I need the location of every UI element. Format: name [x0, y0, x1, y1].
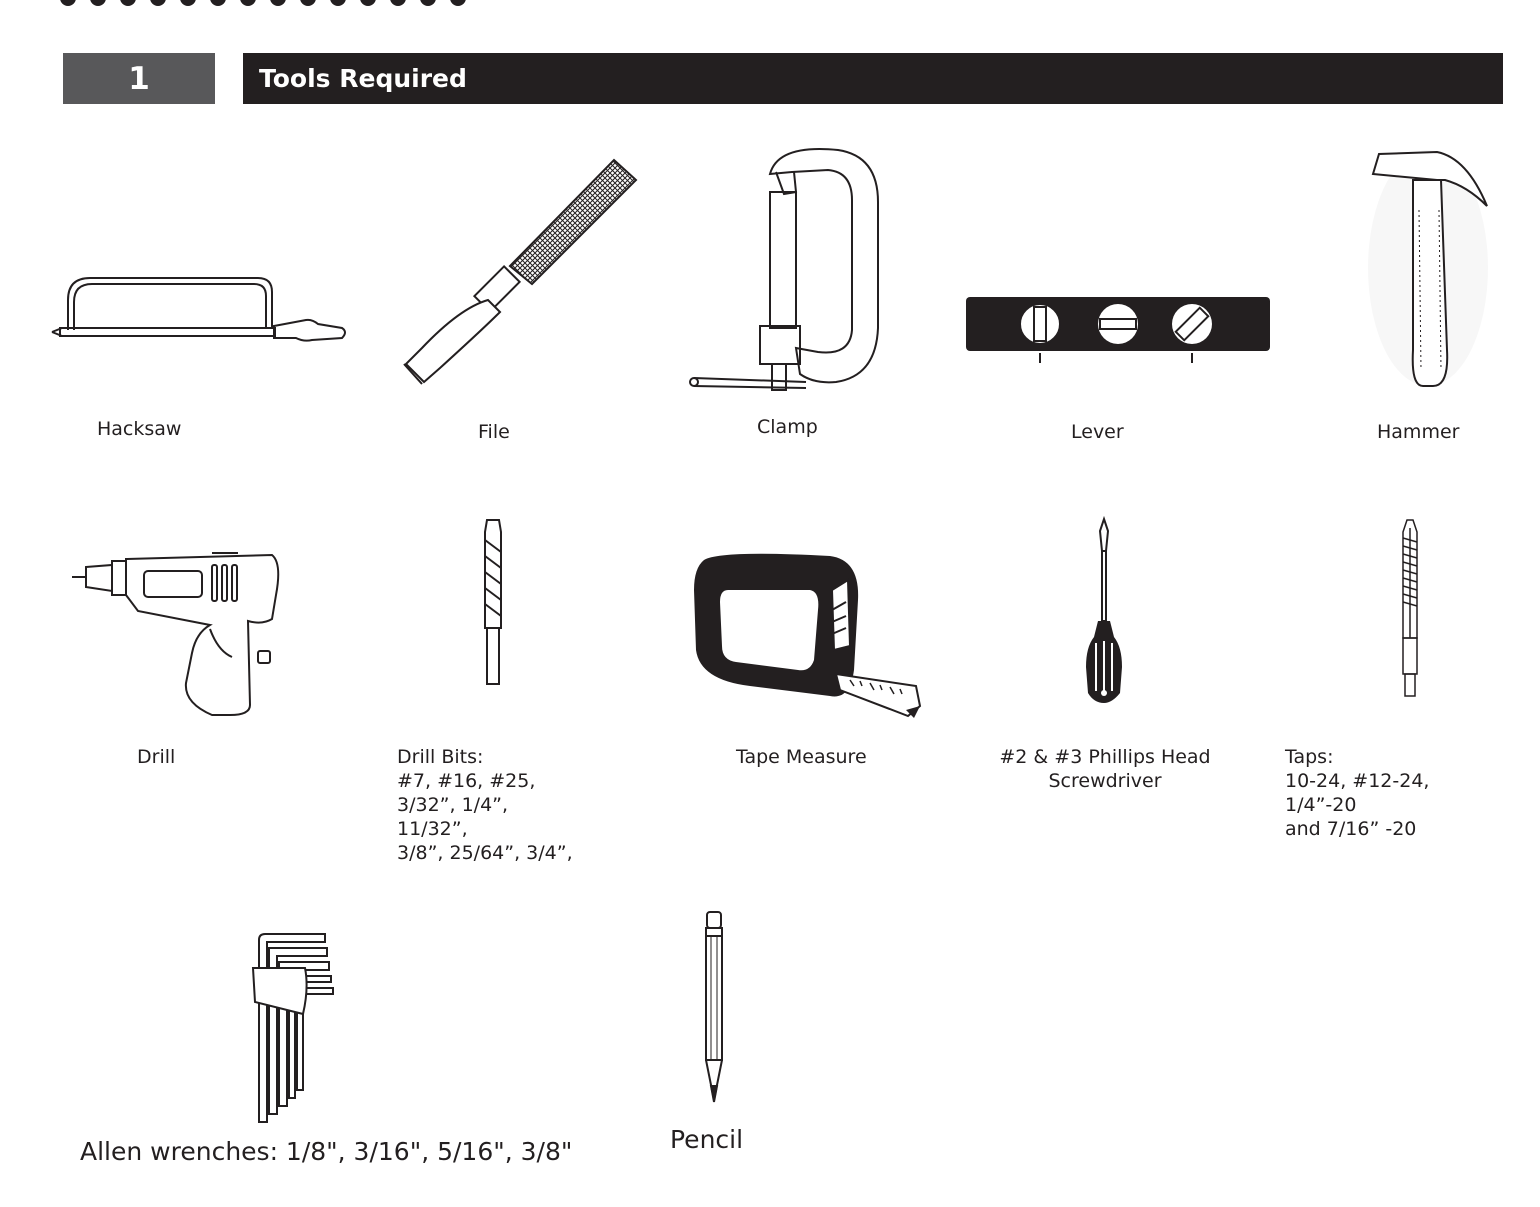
hammer-label: Hammer	[1377, 421, 1460, 443]
clamp-icon	[688, 142, 888, 392]
screwdriver-icon	[1082, 515, 1126, 703]
hammer-icon	[1367, 150, 1489, 390]
file-label: File	[478, 421, 510, 443]
tap-icon	[1395, 518, 1425, 698]
section-title: Tools Required	[259, 64, 467, 93]
allen-wrenches-label: Allen wrenches: 1/8", 3/16", 5/16", 3/8"	[80, 1137, 573, 1166]
drill-icon	[72, 552, 286, 716]
cropped-header-fragment	[60, 0, 480, 6]
step-number-box: 1	[63, 53, 215, 104]
hacksaw-icon	[50, 270, 350, 360]
lever-label: Lever	[1071, 421, 1124, 443]
section-title-bar: Tools Required	[243, 53, 1503, 104]
tape-measure-icon	[690, 550, 926, 750]
tape-measure-label: Tape Measure	[736, 746, 867, 768]
drill-bit-icon	[478, 518, 508, 688]
clamp-label: Clamp	[757, 416, 818, 438]
drill-label: Drill	[137, 746, 176, 768]
drill-bits-label: Drill Bits: #7, #16, #25, 3/32”, 1/4”, 1…	[397, 746, 573, 864]
taps-label: Taps: 10-24, #12-24, 1/4”-20 and 7/16” -…	[1285, 746, 1430, 840]
hacksaw-label: Hacksaw	[97, 418, 182, 440]
allen-wrench-icon	[245, 932, 335, 1127]
level-icon	[966, 295, 1272, 367]
pencil-label: Pencil	[670, 1125, 744, 1154]
file-tool-icon	[400, 158, 640, 388]
screwdriver-label: #2 & #3 Phillips Head Screwdriver	[999, 746, 1211, 792]
pencil-icon	[700, 910, 730, 1106]
